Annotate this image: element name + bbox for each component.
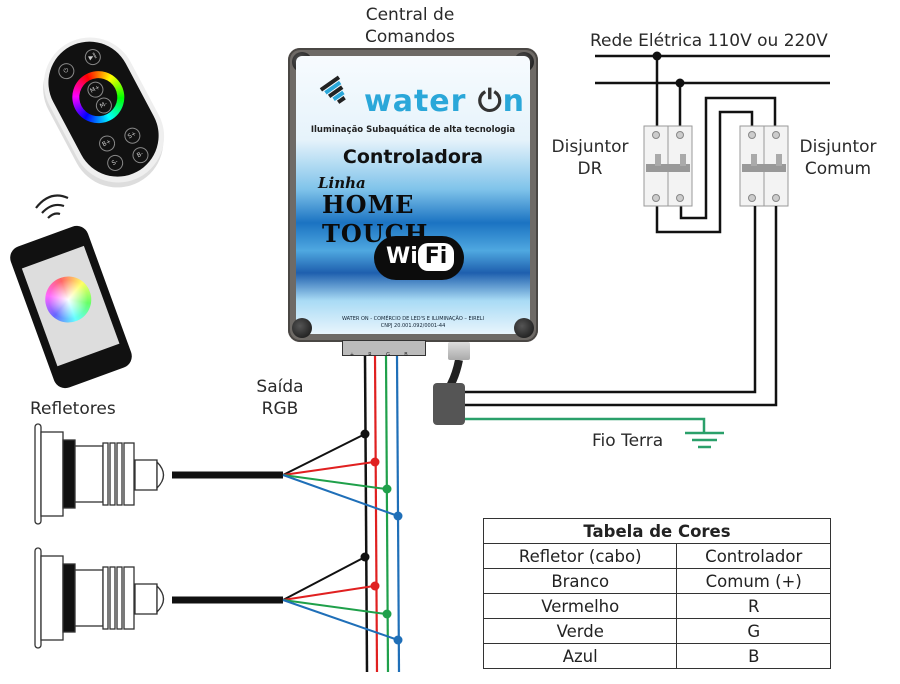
node-common-2 [360,552,370,562]
water-on-logo: water ⏻n [364,84,525,119]
power-junction-box [433,383,465,425]
node-green-2 [382,609,392,619]
table-header: Controlador [676,543,831,569]
line-name: HOME TOUCH [322,190,429,248]
remote-bright-up-button: B+ [96,132,118,155]
cable-gland [448,342,470,360]
dr-to-comum-wire-2 [655,110,754,234]
controller-box: water ⏻n Iluminação Subaquática de alta … [288,48,538,342]
wifi-signal-icon [35,194,69,219]
neutral-wire [464,206,778,407]
breaker-comum [739,125,789,207]
power-icon: ⏻ [477,84,503,119]
node-blue-2 [393,635,403,645]
reflector-logo-icon [316,74,356,114]
line-prefix: Linha [318,174,366,192]
refletores-label: Refletores [30,399,116,419]
rede-eletrica-label: Rede Elétrica 110V ou 220V [590,31,828,51]
disjuntor-comum-label: Disjuntor Comum [799,137,877,179]
screw-icon [514,318,534,338]
node-red-2 [370,581,380,591]
node-red-1 [370,457,380,467]
table-header: Refletor (cabo) [482,543,678,569]
remote-play-button: ▶‖ [82,46,104,68]
screw-icon [292,318,312,338]
phase-wire [464,206,757,394]
bus-green [384,354,390,673]
bus-common [363,354,369,673]
remote-power-button: ⏻ [55,60,78,82]
remote-bright-down-button: B- [129,144,152,166]
color-table-title: Tabela de Cores [483,518,831,544]
fio-terra-label: Fio Terra [592,431,664,451]
wifi-logo: Wi Fi [374,236,464,280]
color-table: Tabela de Cores Refletor (cabo) Controla… [482,518,831,669]
bus-red [373,354,379,673]
color-wheel-icon [38,270,98,329]
disjuntor-dr-label: Disjuntor DR [551,137,629,179]
tagline: Iluminação Subaquática de alta tecnologi… [310,125,516,135]
remote-speed-up-button: S+ [121,124,144,147]
reflector-1 [34,423,165,525]
breaker-dr [643,125,693,207]
node-common-1 [360,429,370,439]
dr-to-comum-wire-1 [679,96,777,220]
central-label: Central de Comandos [364,5,456,47]
saida-rgb-label: Saída RGB [256,377,304,419]
remote-speed-down-button: S- [104,152,126,174]
ground-wire [464,417,706,432]
node-blue-1 [393,511,403,521]
controller-panel: water ⏻n Iluminação Subaquática de alta … [296,56,530,334]
controller-title: Controladora [342,146,484,168]
reflector-2 [34,547,165,649]
node-green-1 [382,484,392,494]
company-info: WATER ON - COMÉRCIO DE LED'S E ILUMINAÇÃ… [341,316,485,329]
